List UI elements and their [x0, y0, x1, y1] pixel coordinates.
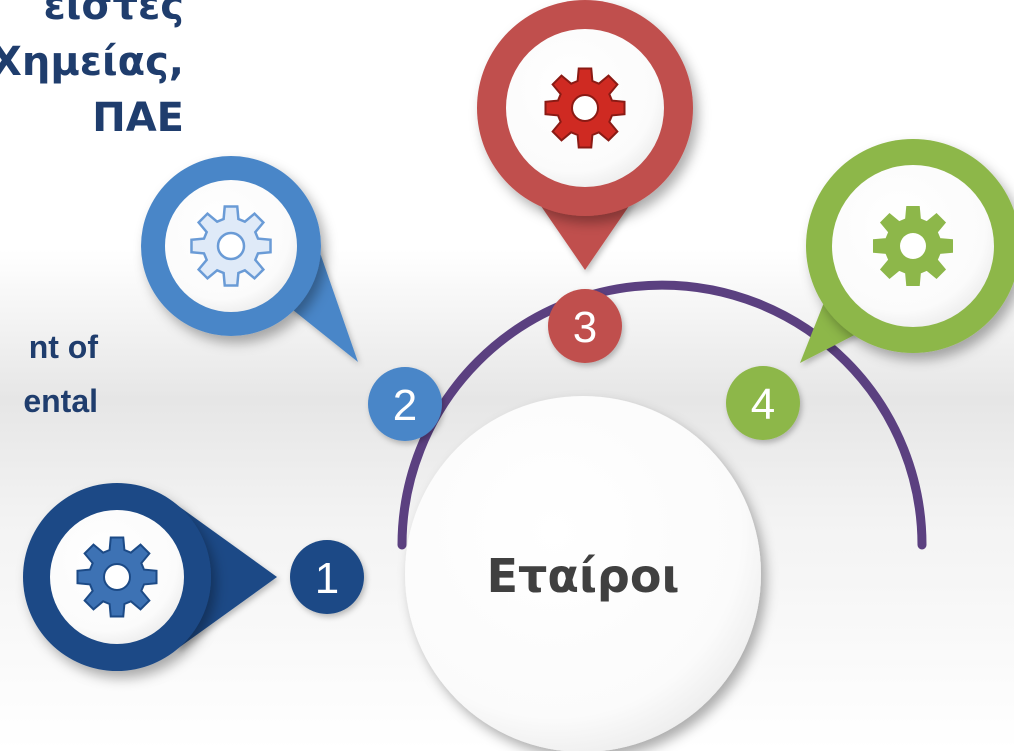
greek-heading-line-1: ειστες	[43, 0, 184, 29]
gear-icon	[544, 67, 626, 149]
node-3-badge	[548, 289, 622, 363]
node-4-badge	[726, 366, 800, 440]
greek-heading: ειστες Χημείας, ΠΑΕ	[0, 0, 184, 146]
node-4-number: 4	[751, 380, 775, 429]
gear-icon	[190, 205, 272, 287]
gear-icon	[872, 205, 954, 287]
gear-icon	[76, 536, 158, 618]
node-3: 3	[477, 0, 693, 363]
node-2: 2	[141, 156, 442, 441]
english-heading: nt of ental	[23, 320, 98, 428]
node-1-badge	[290, 540, 364, 614]
node-4-pin	[800, 300, 872, 363]
english-heading-line-2: ental	[23, 383, 98, 419]
node-1: 1	[23, 483, 364, 671]
node-2-badge	[368, 367, 442, 441]
greek-heading-line-3: ΠΑΕ	[92, 95, 184, 141]
center-label: Εταίροι	[487, 549, 680, 603]
greek-heading-line-2: Χημείας,	[0, 39, 184, 85]
node-4: 4	[726, 139, 1014, 440]
node-3-number: 3	[573, 303, 597, 352]
node-1-number: 1	[315, 554, 339, 603]
node-2-number: 2	[393, 381, 417, 430]
center-circle: Εταίροι	[405, 396, 761, 751]
english-heading-line-1: nt of	[28, 329, 98, 365]
